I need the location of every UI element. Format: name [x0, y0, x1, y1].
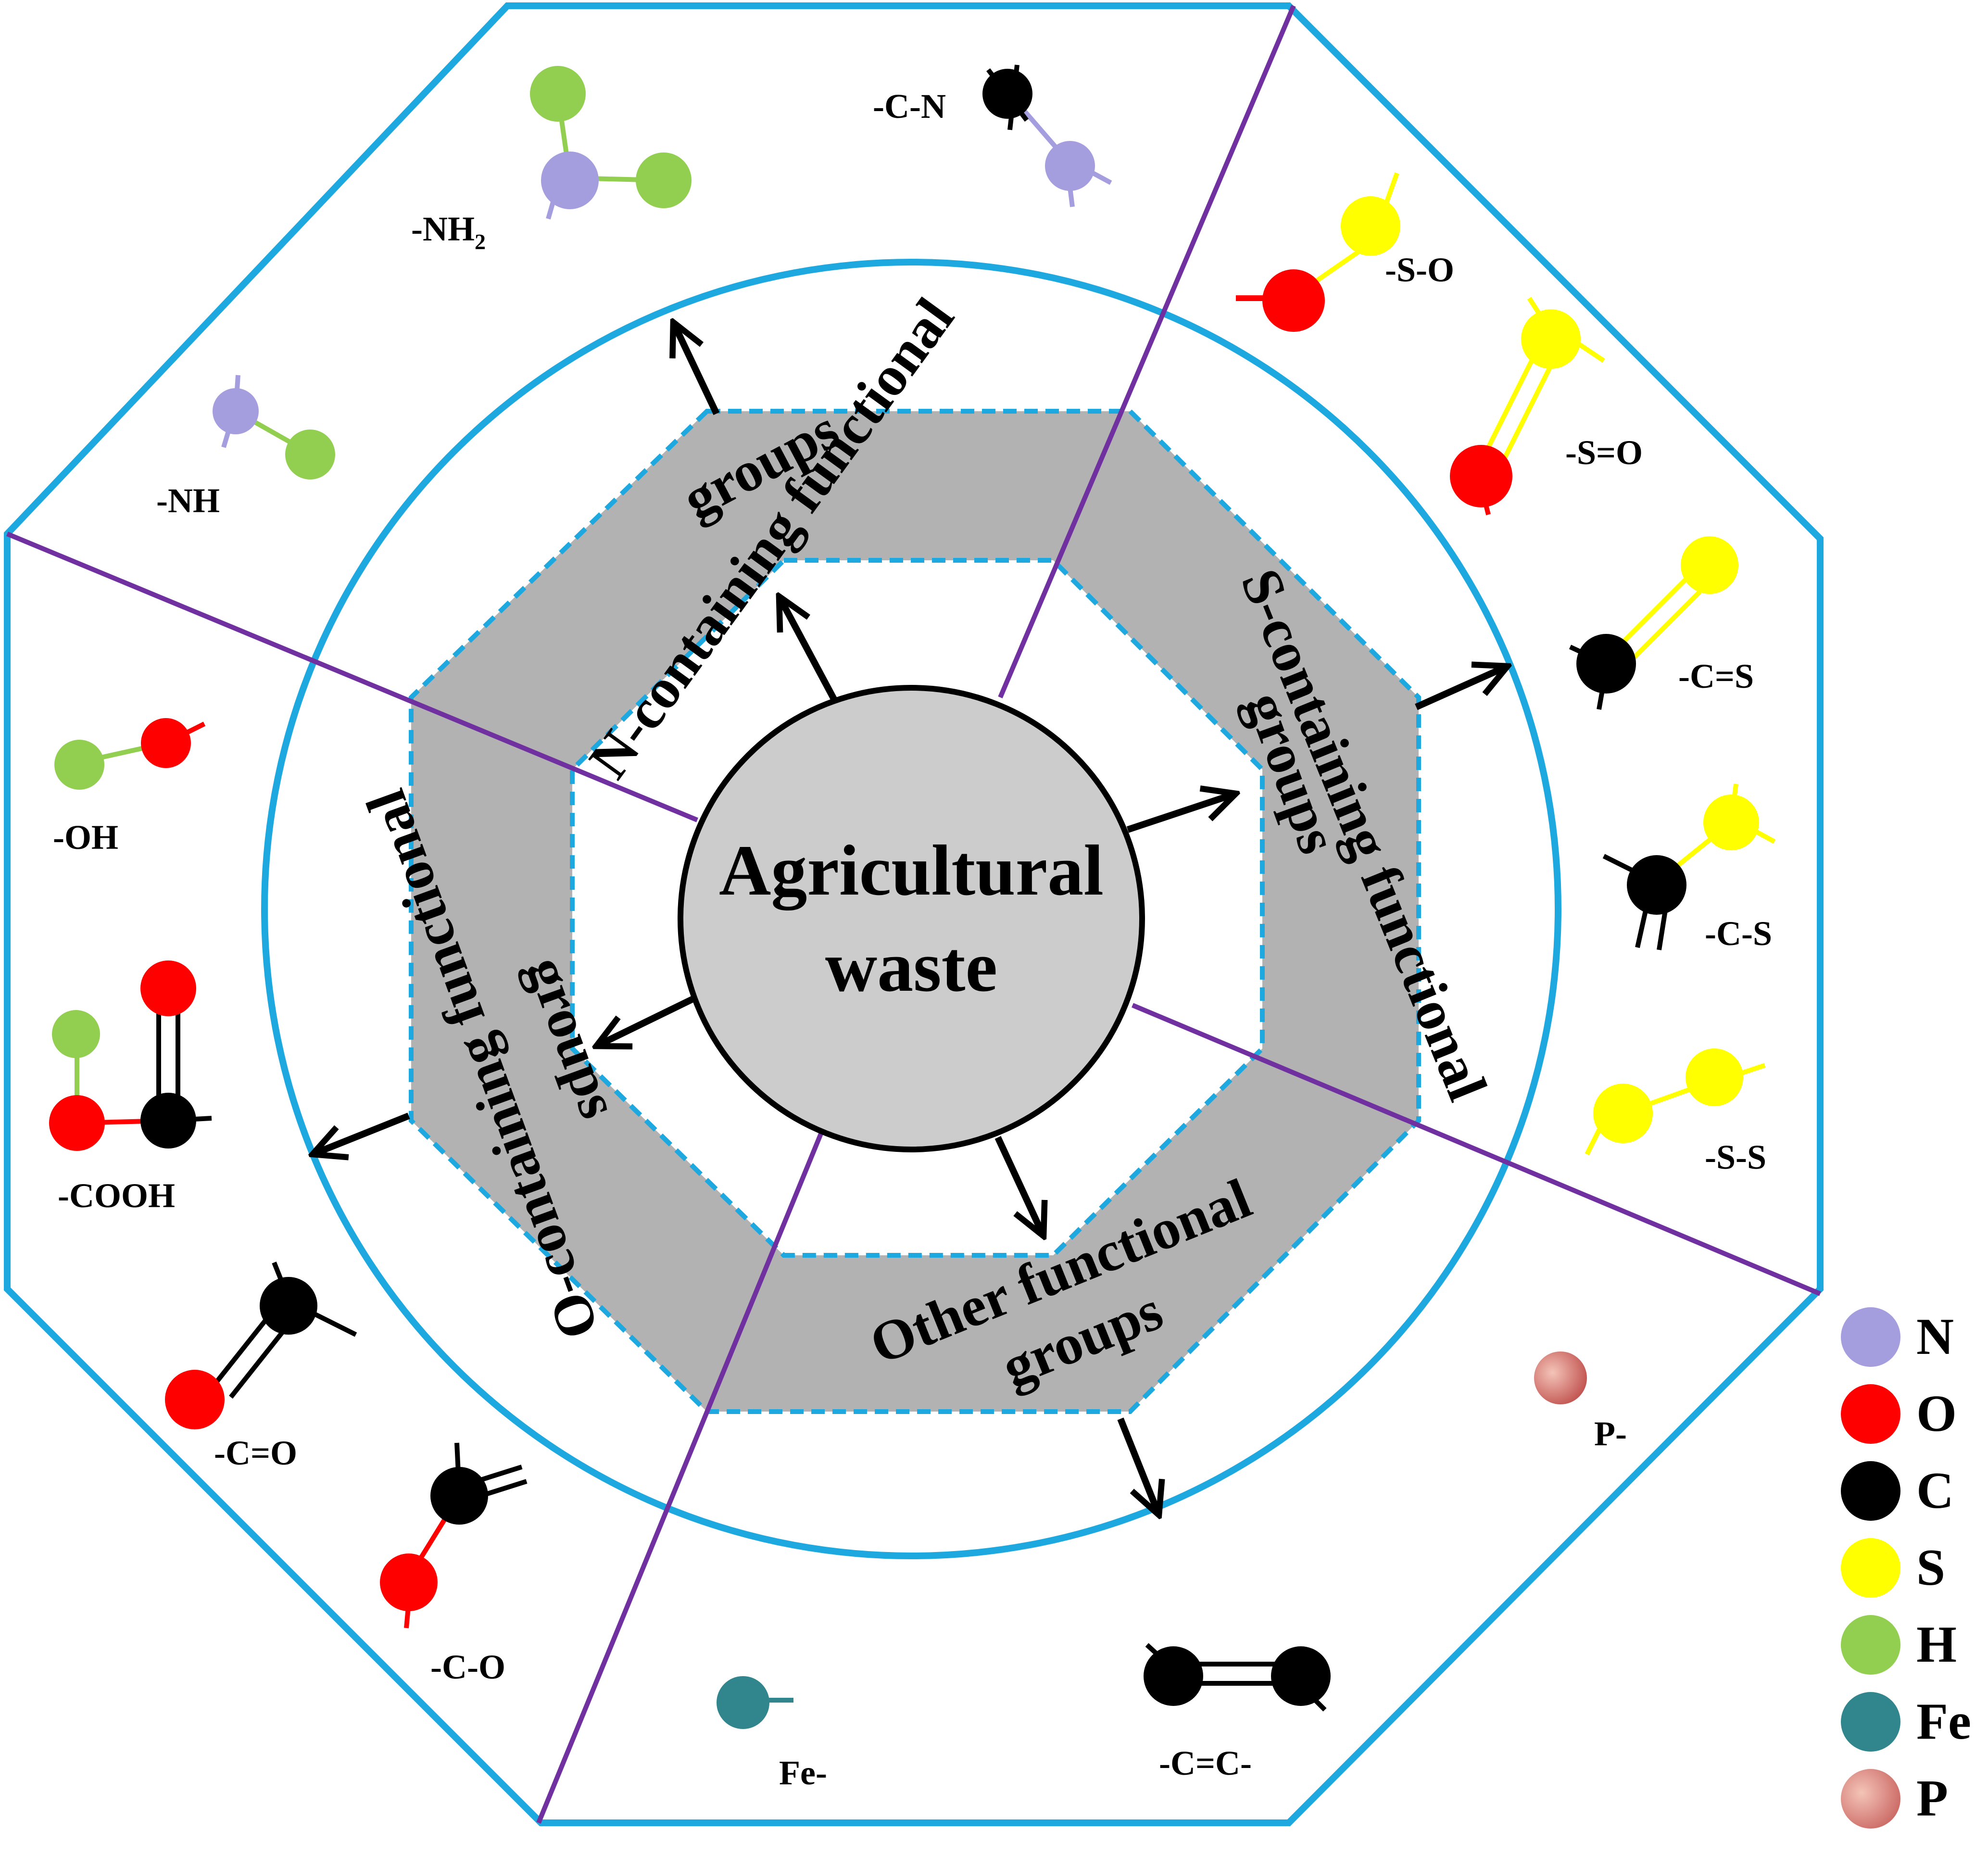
legend-item-s: S	[1837, 1529, 1988, 1606]
legend-swatch	[1841, 1692, 1900, 1752]
legend-swatch	[1841, 1769, 1900, 1829]
legend-label: C	[1916, 1462, 1954, 1519]
legend-label: N	[1916, 1308, 1954, 1365]
middle-ring	[261, 259, 1561, 1559]
oh-molecule	[54, 718, 206, 790]
nh-label: -NH	[156, 481, 220, 520]
nh-molecule	[213, 375, 335, 480]
legend-swatch	[1841, 1615, 1900, 1675]
legend-item-p: P	[1837, 1760, 1988, 1837]
c-eq-c-molecule	[1144, 1643, 1331, 1712]
cn-label: -C-N	[873, 87, 946, 126]
cooh-label: -COOH	[58, 1176, 175, 1215]
cn-molecule	[982, 64, 1112, 207]
legend-swatch	[1841, 1307, 1900, 1367]
oh-label: -OH	[53, 818, 118, 857]
ss-molecule	[1585, 1048, 1766, 1156]
so-molecule	[1236, 172, 1400, 332]
arrows	[313, 322, 1508, 1515]
legend-item-n: N	[1837, 1299, 1988, 1376]
legend-label: P	[1916, 1770, 1948, 1827]
center-circle	[678, 685, 1145, 1152]
legend-item-fe: Fe	[1837, 1683, 1988, 1760]
center-label-line2: waste	[825, 927, 997, 1007]
legend-item-c: C	[1837, 1452, 1988, 1529]
co-label: -C-O	[430, 1648, 505, 1686]
s-eq-o-molecule	[1450, 297, 1605, 516]
c-eq-s-molecule	[1569, 536, 1738, 710]
center-label-line1: Agricultural	[719, 831, 1104, 910]
c-eq-s-label: -C=S	[1678, 657, 1754, 695]
legend-label: H	[1916, 1616, 1957, 1673]
c-eq-c-label: -C=C-	[1159, 1744, 1252, 1782]
legend-item-o: O	[1837, 1376, 1988, 1452]
cs-molecule	[1602, 783, 1776, 950]
legend-swatch	[1841, 1538, 1900, 1598]
cs-label: -C-S	[1705, 914, 1772, 953]
p-label: P-	[1594, 1414, 1627, 1453]
legend-label: Fe	[1916, 1693, 1971, 1750]
fe-molecule	[717, 1676, 793, 1729]
cooh-molecule	[49, 960, 212, 1151]
legend-swatch	[1841, 1461, 1900, 1521]
nh2-molecule	[530, 66, 692, 220]
co-molecule	[380, 1442, 528, 1629]
ss-label: -S-S	[1705, 1138, 1766, 1176]
s-eq-o-label: -S=O	[1565, 433, 1643, 472]
fe-label: Fe-	[779, 1754, 827, 1792]
legend-label: O	[1916, 1385, 1957, 1442]
legend-label: S	[1916, 1539, 1946, 1596]
legend-swatch	[1841, 1384, 1900, 1444]
nh2-label: -NH2	[411, 210, 486, 254]
legend-item-h: H	[1837, 1606, 1988, 1683]
c-eq-o-molecule	[165, 1262, 357, 1429]
so-label: -S-O	[1385, 251, 1454, 289]
section-dividers	[6, 5, 1821, 1824]
c-eq-o-label: -C=O	[214, 1434, 297, 1472]
p-molecule	[1534, 1351, 1587, 1404]
